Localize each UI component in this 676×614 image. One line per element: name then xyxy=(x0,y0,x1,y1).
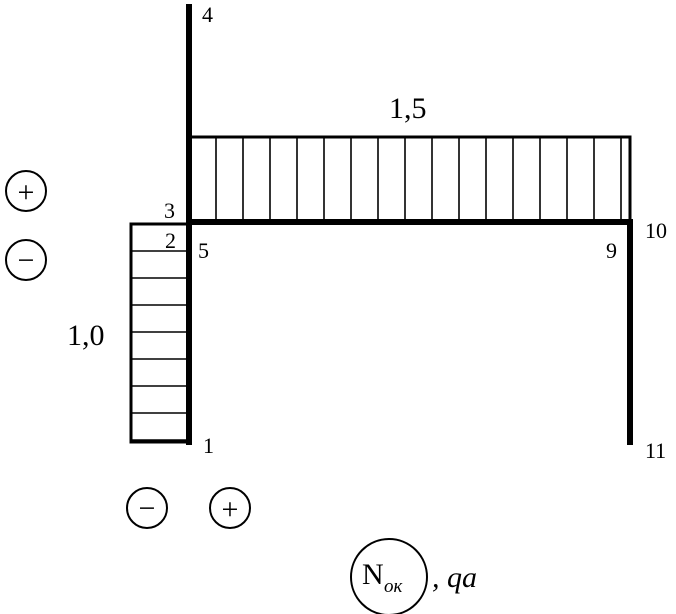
sign-circle-bottom-right: + xyxy=(209,487,251,529)
svg-text:+: + xyxy=(222,493,239,526)
diagram-legend: N ок , qa xyxy=(350,538,477,614)
legend-unit: , qa xyxy=(432,561,477,594)
node-label-5: 5 xyxy=(198,238,209,263)
node-label-2: 2 xyxy=(165,228,176,253)
legend-circle xyxy=(350,538,428,614)
node-label-9: 9 xyxy=(606,238,617,263)
sign-circle-left-bottom: − xyxy=(5,239,47,281)
node-label-3: 3 xyxy=(164,198,175,223)
svg-text:+: + xyxy=(18,176,35,209)
node-label-4: 4 xyxy=(202,2,213,27)
value-label-vertical: 1,0 xyxy=(67,319,105,352)
node-label-1: 1 xyxy=(203,433,214,458)
legend-subscript: ок xyxy=(384,576,404,597)
positive-diagram-area xyxy=(187,135,632,224)
negative-diagram-area xyxy=(129,222,191,444)
frame-members xyxy=(186,4,633,445)
value-label-horizontal: 1,5 xyxy=(389,92,427,125)
legend-symbol: N xyxy=(362,558,384,591)
node-label-10: 10 xyxy=(645,218,667,243)
node-label-11: 11 xyxy=(645,438,666,463)
svg-text:−: − xyxy=(18,244,35,277)
sign-circle-left-top: + xyxy=(5,170,47,212)
sign-circle-bottom-left: − xyxy=(126,487,168,529)
svg-text:−: − xyxy=(139,492,156,525)
